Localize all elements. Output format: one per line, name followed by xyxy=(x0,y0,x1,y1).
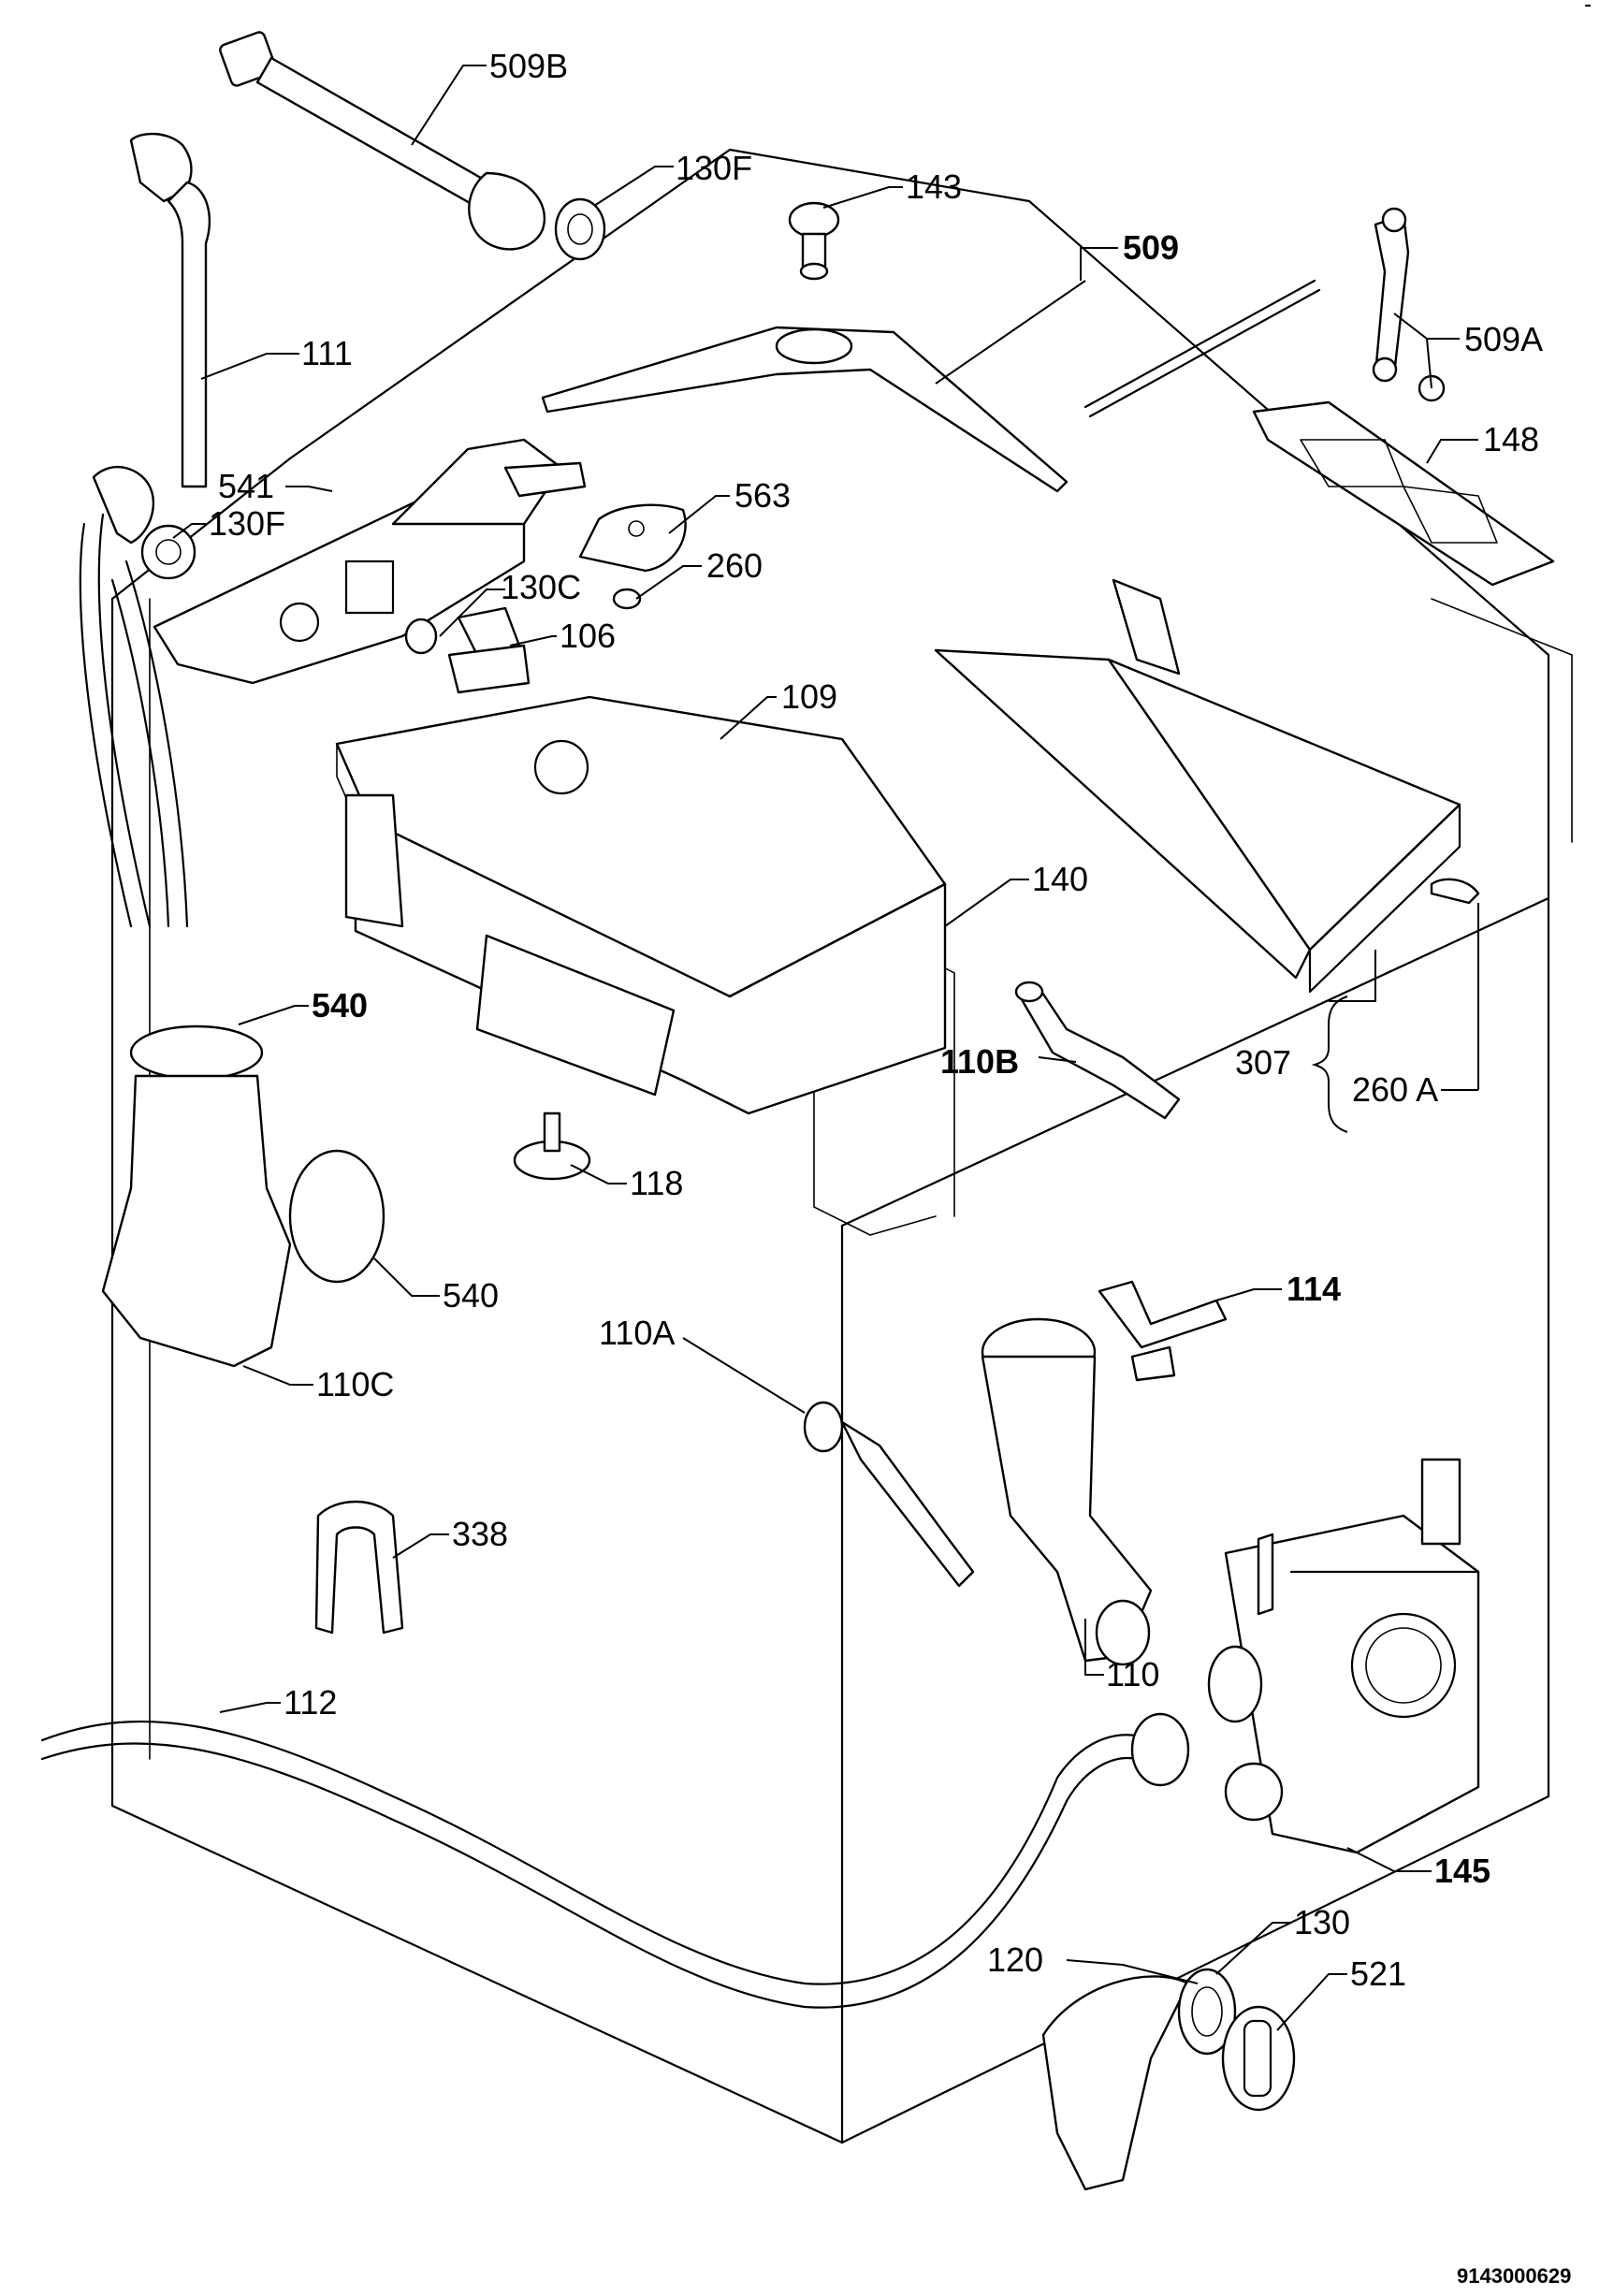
drawing-number: 9143000629 xyxy=(1457,2264,1571,2288)
part-130c-filter xyxy=(404,618,438,655)
part-118-pump-wheel xyxy=(513,1112,591,1181)
part-521-cap xyxy=(1221,2005,1296,2112)
label-110a: 110A xyxy=(599,1314,675,1352)
part-148-dispenser-cover xyxy=(1252,400,1555,587)
label-540-top: 540 xyxy=(312,986,368,1024)
label-509b: 509B xyxy=(489,47,568,85)
label-563: 563 xyxy=(734,476,791,515)
part-260a-clip xyxy=(1430,878,1480,905)
label-130f-left: 130F xyxy=(209,504,285,543)
label-541: 541 xyxy=(218,467,274,505)
label-110c: 110C xyxy=(316,1365,394,1403)
part-509b-inlet-pipe xyxy=(219,31,606,261)
part-labels: 509B 130F 111 143 509 509A 148 541 130F … xyxy=(209,47,1543,1993)
label-118: 118 xyxy=(630,1164,683,1202)
dispenser-drawer xyxy=(934,578,1461,994)
label-112: 112 xyxy=(284,1683,337,1722)
label-521: 521 xyxy=(1350,1955,1406,1993)
cabinet-outline xyxy=(110,4,1592,2144)
label-130: 130 xyxy=(1294,1903,1350,1941)
label-509: 509 xyxy=(1123,228,1179,267)
label-338: 338 xyxy=(452,1515,508,1553)
leader-lines xyxy=(172,65,1479,2031)
label-120: 120 xyxy=(987,1940,1043,1979)
part-563-cam xyxy=(578,503,687,573)
label-140: 140 xyxy=(1032,860,1088,898)
part-338-u-bracket xyxy=(314,1500,404,1635)
label-143: 143 xyxy=(906,167,962,206)
part-120-filter-cage xyxy=(1041,1975,1190,2191)
label-509a: 509A xyxy=(1464,320,1543,358)
label-260a: 260 A xyxy=(1352,1070,1438,1109)
part-540-sump xyxy=(101,1024,385,1368)
part-110b-small-hose xyxy=(1014,981,1181,1120)
label-307: 307 xyxy=(1235,1043,1291,1082)
label-540-bottom: 540 xyxy=(443,1276,499,1315)
part-143-knob xyxy=(788,201,840,281)
part-112-drain-hose xyxy=(40,1712,1190,2009)
part-110a-hose xyxy=(803,1401,975,1588)
part-106-valve xyxy=(447,606,531,694)
label-130c: 130C xyxy=(501,568,581,606)
part-114-clip xyxy=(1098,1280,1228,1382)
label-148: 148 xyxy=(1483,420,1539,458)
label-260: 260 xyxy=(706,546,763,585)
part-140-housing xyxy=(344,793,947,1115)
label-110b: 110B xyxy=(940,1042,1019,1081)
part-509a-link xyxy=(1372,207,1446,402)
label-111: 111 xyxy=(301,334,353,372)
label-114: 114 xyxy=(1287,1270,1341,1308)
part-541-valve-bracket xyxy=(153,438,587,685)
part-145-pump-housing xyxy=(1207,1458,1480,1854)
part-260-spring xyxy=(612,588,642,610)
part-110-elbow-hose xyxy=(981,1317,1153,1666)
label-109: 109 xyxy=(781,677,837,716)
part-509-lever-arm xyxy=(541,279,1321,493)
part-111-inlet-hose xyxy=(79,132,211,928)
label-110: 110 xyxy=(1106,1655,1159,1693)
label-130f-top: 130F xyxy=(676,149,752,187)
part-130-seal xyxy=(1177,1968,1237,2056)
label-106: 106 xyxy=(560,617,616,655)
label-145: 145 xyxy=(1434,1852,1490,1890)
